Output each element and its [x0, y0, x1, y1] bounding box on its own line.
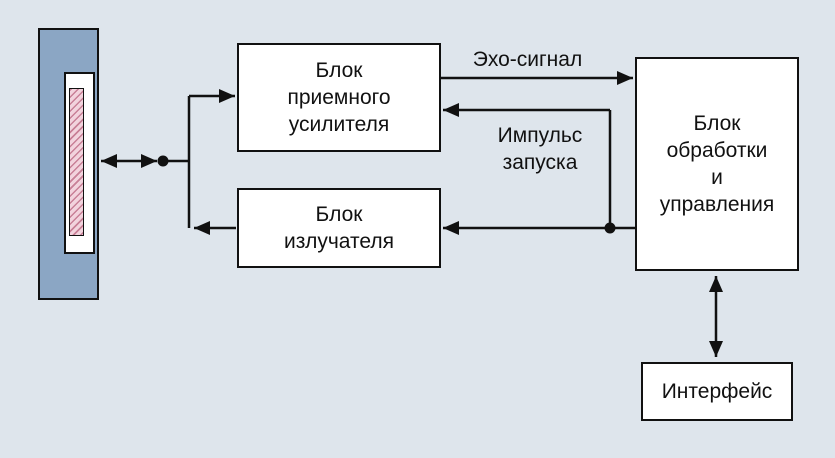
transducer-piezo-element [69, 88, 84, 236]
echo-signal-label: Эхо-сигнал [472, 48, 583, 71]
block-processing-control: Блок обработки и управления [635, 57, 799, 271]
junction-dot-trigger [604, 222, 616, 234]
trigger-pulse-label: Импульс запуска [497, 124, 583, 174]
block-receiver-amplifier: Блок приемного усилителя [237, 43, 441, 152]
block-emitter: Блок излучателя [237, 188, 441, 268]
block-interface: Интерфейс [641, 362, 793, 421]
junction-dot-left [157, 155, 169, 167]
